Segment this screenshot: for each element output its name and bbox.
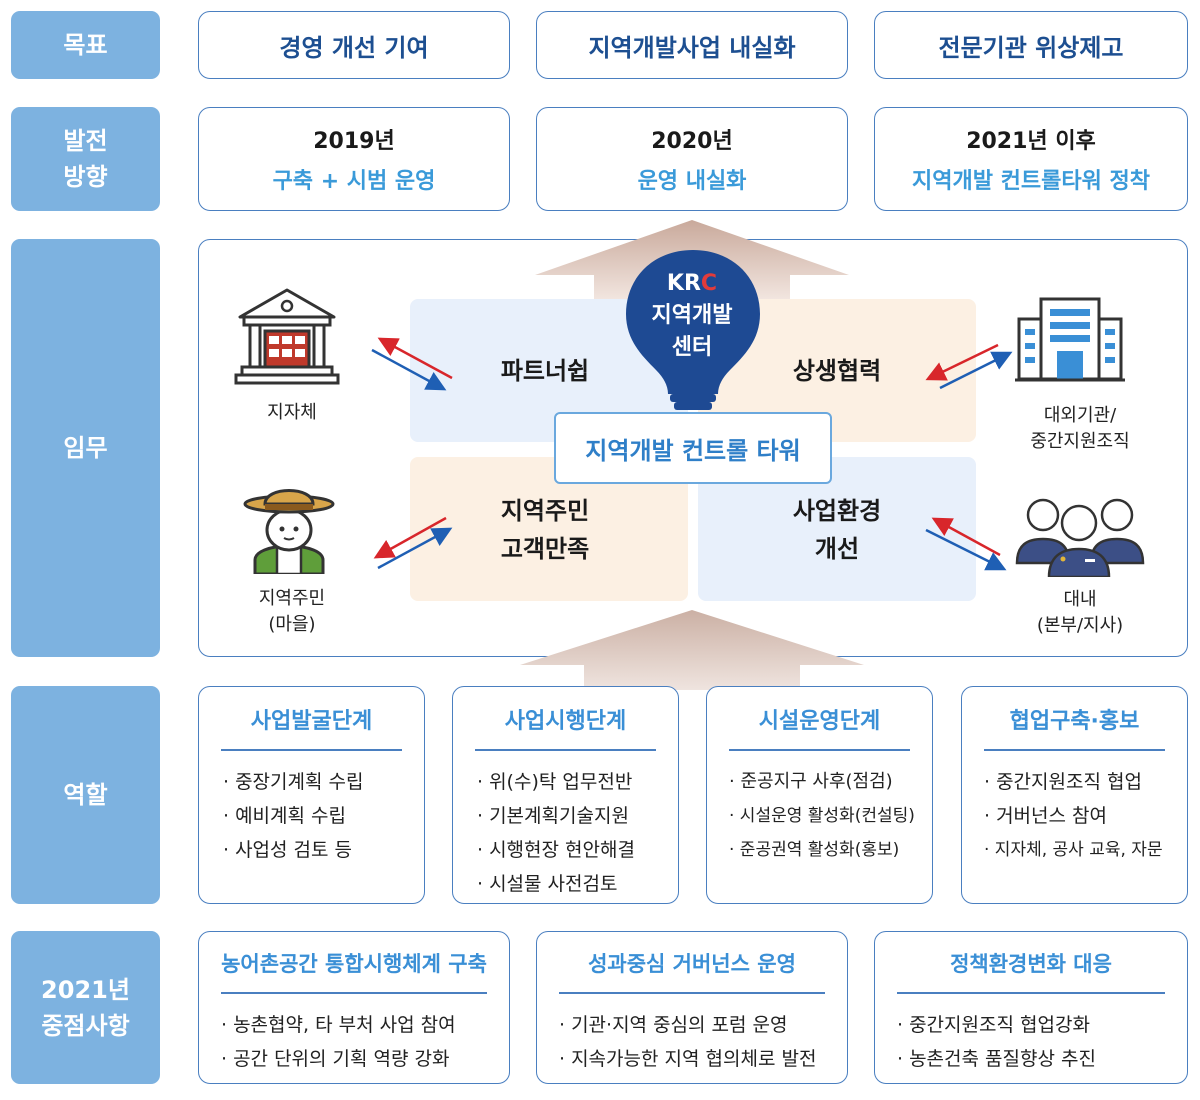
role-card-execution: 사업시행단계 · 위(수)탁 업무전반 · 기본계획기술지원 · 시행현장 현안… [452,686,679,904]
actor-label-municipality: 지자체 [267,402,317,423]
quadrant-label: 상생협력 [792,357,882,385]
direction-text: 구축 + 시범 운영 [272,169,436,194]
role-title: 사업발굴단계 [250,709,373,734]
divider [984,749,1165,751]
actor-label-residents: 지역주민 (마을) [258,588,326,636]
direction-year: 2020년 [651,129,733,154]
divider [729,749,910,751]
goal-text: 경영 개선 기여 [279,33,429,62]
role-list: · 중장기계획 수립 · 예비계획 수립 · 사업성 검토 등 [223,765,424,867]
role-title: 협업구축·홍보 [1009,709,1140,734]
arrow-from-role [520,610,864,690]
divider [475,749,656,751]
role-list: · 준공지구 사후(점검) · 시설운영 활성화(컨설팅) · 준공권역 활성화… [729,765,932,867]
list-item: · 농촌협약, 타 부처 사업 참여 [221,1013,456,1036]
direction-text: 운영 내실화 [637,169,747,194]
role-title: 사업시행단계 [504,709,627,734]
goal-box-3: 전문기관 위상제고 [874,11,1188,79]
focus-card-policy: 정책환경변화 대응 · 중간지원조직 협업강화 · 농촌건축 품질향상 추진 [874,931,1188,1084]
list-item: · 중장기계획 수립 [223,770,364,793]
row-label-goal: 목표 [11,11,160,79]
bulb-line-2: 센터 [671,334,713,360]
focus-card-governance: 성과중심 거버넌스 운영 · 기관·지역 중심의 포럼 운영 · 지속가능한 지… [536,931,848,1084]
row-label-direction: 발전 방향 [11,107,160,211]
goal-text: 전문기관 위상제고 [938,33,1124,62]
direction-box-2019: 2019년 구축 + 시범 운영 [198,107,510,211]
list-item: · 거버넌스 참여 [984,804,1107,827]
focus-list: · 기관·지역 중심의 포럼 운영 · 지속가능한 지역 협의체로 발전 [559,1008,847,1076]
divider [897,992,1165,994]
quadrant-label: 파트너쉽 [500,357,590,385]
resident-farmer-icon [243,489,335,574]
role-list: · 중간지원조직 협업 · 거버넌스 참여 · 지자체, 공사 교육, 자문 [984,765,1187,867]
focus-title: 정책환경변화 대응 [950,952,1112,976]
row-label-role: 역할 [11,686,160,904]
exchange-arrows [371,337,1013,571]
divider [221,992,487,994]
bulb-line-1: 지역개발 [651,302,733,328]
bulb-icon [626,250,760,410]
list-item: · 농촌건축 품질향상 추진 [897,1047,1096,1070]
list-item: · 예비계획 수립 [223,804,346,827]
municipality-building-icon [234,288,340,385]
goal-box-1: 경영 개선 기여 [198,11,510,79]
focus-title: 성과중심 거버넌스 운영 [588,952,796,976]
list-item: · 사업성 검토 등 [223,838,353,861]
quadrant-label: 지역주민 고객만족 [500,497,590,564]
direction-box-2020: 2020년 운영 내실화 [536,107,848,211]
role-list: · 위(수)탁 업무전반 · 기본계획기술지원 · 시행현장 현안해결 · 시설… [477,765,678,901]
divider [559,992,825,994]
goal-text: 지역개발사업 내실화 [588,33,796,62]
list-item: · 시설물 사전검토 [477,872,618,895]
actor-label-internal: 대내 (본부/지사) [1036,589,1124,637]
list-item: · 기본계획기술지원 [477,804,629,827]
role-card-operation: 시설운영단계 · 준공지구 사후(점검) · 시설운영 활성화(컨설팅) · 준… [706,686,933,904]
internal-staff-group-icon [1015,498,1145,577]
direction-box-2021: 2021년 이후 지역개발 컨트롤타워 정착 [874,107,1188,211]
external-agency-building-icon [1015,297,1125,382]
row-label-focus: 2021년 중점사항 [11,931,160,1084]
actor-label-external: 대외기관/ 중간지원조직 [1030,405,1130,453]
list-item: · 시행현장 현안해결 [477,838,635,861]
goal-box-2: 지역개발사업 내실화 [536,11,848,79]
list-item: · 시설운영 활성화(컨설팅) [729,805,915,826]
focus-list: · 중간지원조직 협업강화 · 농촌건축 품질향상 추진 [897,1008,1187,1076]
role-title: 시설운영단계 [758,709,881,734]
bulb-label: KRC 지역개발 센터 [628,268,756,364]
list-item: · 준공권역 활성화(홍보) [729,839,900,860]
krc-logo: KRC [666,271,718,296]
list-item: · 지자체, 공사 교육, 자문 [984,839,1163,860]
divider [221,749,402,751]
focus-title: 농어촌공간 통합시행체계 구축 [221,952,487,976]
list-item: · 중간지원조직 협업강화 [897,1013,1090,1036]
focus-list: · 농촌협약, 타 부처 사업 참여 · 공간 단위의 기획 역량 강화 [221,1008,509,1076]
list-item: · 위(수)탁 업무전반 [477,770,633,793]
list-item: · 중간지원조직 협업 [984,770,1142,793]
direction-text: 지역개발 컨트롤타워 정착 [912,169,1150,194]
row-label-mission: 임무 [11,239,160,657]
direction-year: 2021년 이후 [966,129,1096,154]
focus-card-integration: 농어촌공간 통합시행체계 구축 · 농촌협약, 타 부처 사업 참여 · 공간 … [198,931,510,1084]
control-tower-box: 지역개발 컨트롤 타워 [554,412,832,484]
direction-year: 2019년 [313,129,395,154]
list-item: · 지속가능한 지역 협의체로 발전 [559,1047,817,1070]
role-card-collaboration: 협업구축·홍보 · 중간지원조직 협업 · 거버넌스 참여 · 지자체, 공사 … [961,686,1188,904]
list-item: · 기관·지역 중심의 포럼 운영 [559,1013,788,1036]
list-item: · 공간 단위의 기획 역량 강화 [221,1047,450,1070]
list-item: · 준공지구 사후(점검) [729,770,893,792]
role-card-discovery: 사업발굴단계 · 중장기계획 수립 · 예비계획 수립 · 사업성 검토 등 [198,686,425,904]
quadrant-label: 사업환경 개선 [792,497,882,564]
